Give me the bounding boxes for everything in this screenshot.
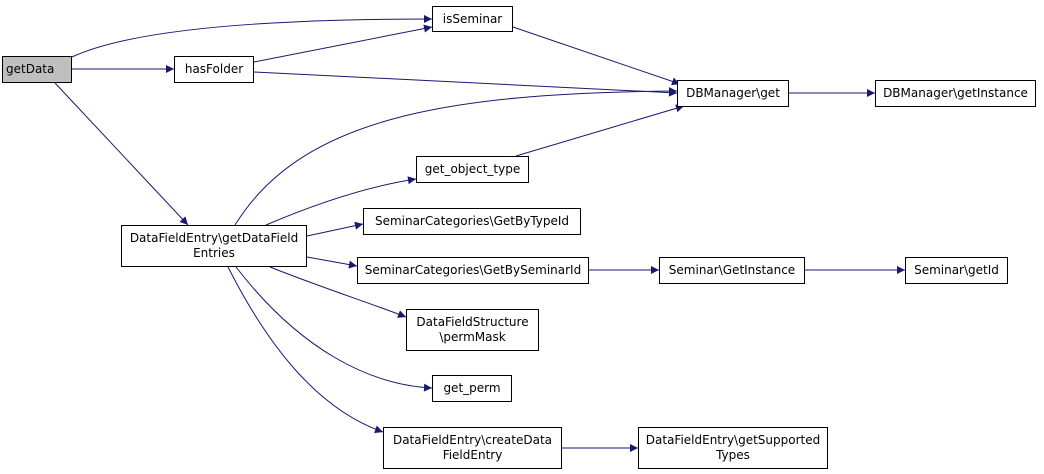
edge-isSeminar-to-dbmanager_get: [512, 26, 681, 86]
node-permmask[interactable]: DataFieldStructure \permMask: [406, 309, 539, 351]
node-seminar-getinstance[interactable]: Seminar\GetInstance: [659, 257, 805, 284]
edge-getDataFieldEntries-to-getByTypeId: [306, 221, 364, 237]
node-getbytypeid[interactable]: SeminarCategories\GetByTypeId: [363, 208, 581, 235]
node-label-line2: Types: [716, 448, 750, 462]
edge-getDataFieldEntries-to-permMask: [269, 266, 407, 318]
node-isseminar[interactable]: isSeminar: [432, 6, 513, 32]
node-label: getData: [6, 62, 55, 76]
node-label: DBManager\get: [686, 86, 780, 100]
node-label: get_perm: [443, 381, 501, 395]
edge-get_object_type-to-dbmanager_get: [515, 104, 685, 157]
edge-hasFolder-to-dbmanager_get: [253, 71, 678, 97]
node-getsupportedtypes[interactable]: DataFieldEntry\getSupported Types: [638, 427, 828, 469]
node-label-line1: DataFieldEntry\getDataField: [129, 231, 299, 245]
node-getdatafieldentries[interactable]: DataFieldEntry\getDataField Entries: [121, 225, 307, 267]
node-dbmanager-getinstance[interactable]: DBManager\getInstance: [875, 80, 1036, 107]
node-label-line1: DataFieldEntry\createData: [392, 433, 553, 447]
node-label: SeminarCategories\GetByTypeId: [374, 214, 570, 228]
node-getbyseminarid[interactable]: SeminarCategories\GetBySeminarId: [357, 257, 589, 284]
node-label-line1: DataFieldStructure: [416, 315, 529, 329]
node-label-line2: FieldEntry: [442, 448, 503, 462]
edge-getData-to-getDataFieldEntries: [54, 82, 189, 226]
edge-getDataFieldEntries-to-dbmanager_get: [234, 87, 678, 226]
node-dbmanager-get[interactable]: DBManager\get: [677, 80, 789, 107]
node-label: Seminar\GetInstance: [668, 263, 796, 277]
node-label-line1: DataFieldEntry\getSupported: [645, 433, 821, 447]
edge-getDataFieldEntries-to-getBySeminarId: [306, 256, 358, 269]
node-get-perm[interactable]: get_perm: [432, 375, 512, 402]
edge-getData-to-isSeminar: [71, 15, 433, 58]
node-label: get_object_type: [424, 162, 521, 176]
edge-getDataFieldEntries-to-createDataFieldEntry: [227, 266, 384, 434]
node-label-line2: \permMask: [439, 330, 506, 344]
node-label: Seminar\getId: [914, 263, 999, 277]
node-createdatafieldentry[interactable]: DataFieldEntry\createData FieldEntry: [383, 427, 562, 469]
node-getdata: getData: [2, 56, 72, 83]
node-hasfolder[interactable]: hasFolder: [174, 56, 254, 83]
node-label: isSeminar: [442, 11, 503, 26]
node-get-object-type[interactable]: get_object_type: [416, 156, 529, 183]
node-label: DBManager\getInstance: [883, 86, 1028, 100]
edge-getDataFieldEntries-to-get_perm: [235, 266, 433, 392]
edge-hasFolder-to-isSeminar: [253, 24, 433, 63]
edge-getDataFieldEntries-to-get_object_type: [265, 176, 417, 226]
node-label: SeminarCategories\GetBySeminarId: [364, 263, 582, 277]
node-label-line2: Entries: [193, 246, 235, 260]
node-seminar-getid[interactable]: Seminar\getId: [905, 257, 1008, 284]
node-label: hasFolder: [184, 62, 244, 76]
